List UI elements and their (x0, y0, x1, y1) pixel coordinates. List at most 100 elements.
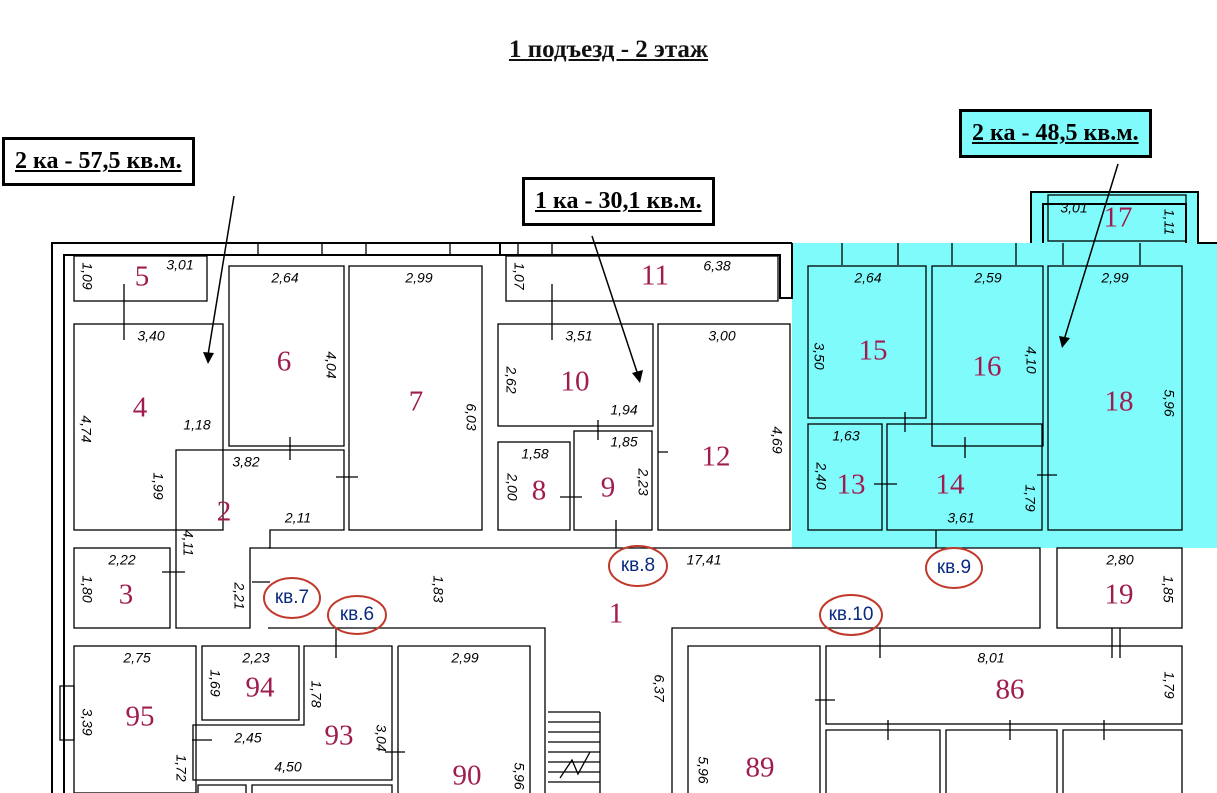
dimension: 2,80 (1105, 552, 1133, 568)
room-number: 17 (1104, 202, 1133, 234)
room-number: 7 (409, 386, 424, 418)
walls (51, 191, 1217, 793)
apartment-label: кв.6 (340, 604, 374, 625)
dimension: 1,72 (173, 754, 189, 781)
callout-left-apartment: 2 ка - 57,5 кв.м. (2, 137, 195, 186)
dimension: 2,23 (241, 650, 269, 666)
dimension: 4,69 (769, 426, 785, 453)
room-number: 6 (277, 346, 292, 378)
dimension: 3,01 (166, 257, 193, 273)
room-number: 90 (453, 760, 482, 792)
room-number: 5 (135, 261, 150, 293)
apartment-label: кв.7 (275, 587, 309, 608)
room-number: 95 (126, 701, 155, 733)
dimension: 4,74 (78, 415, 94, 442)
dimension: 2,99 (404, 270, 432, 286)
dimension: 5,96 (511, 762, 527, 789)
dimensions: 3,01 1,09 2,64 2,99 1,07 6,38 3,01 1,11 … (78, 200, 1177, 790)
room-number: 13 (837, 469, 866, 501)
apartment-labels: кв.8 кв.9 кв.7 кв.6 кв.10 (263, 545, 983, 636)
dimension: 1,18 (183, 417, 210, 433)
dimension: 1,80 (79, 575, 95, 602)
room-number: 9 (601, 472, 616, 504)
dimension: 1,79 (1022, 484, 1038, 511)
dimension: 6,38 (703, 258, 730, 274)
dimension: 3,04 (373, 724, 389, 751)
dimension: 1,78 (308, 680, 324, 707)
dimension: 1,63 (832, 428, 859, 444)
dimension: 2,21 (231, 581, 247, 609)
apartment-label: кв.9 (937, 557, 971, 578)
room-number: 15 (859, 335, 888, 367)
dimension: 1,09 (79, 262, 95, 289)
dimension: 3,51 (565, 328, 592, 344)
page-title: 1 подъезд - 2 этаж (508, 36, 709, 63)
room-number: 16 (973, 351, 1002, 383)
dimension: 1,07 (511, 262, 527, 290)
dimension: 4,11 (180, 530, 196, 556)
room-number: 93 (325, 720, 354, 752)
dimension: 17,41 (686, 552, 721, 568)
dimension: 1,85 (610, 434, 637, 450)
dimension: 1,83 (430, 575, 446, 602)
dimension: 2,64 (270, 270, 298, 286)
apartment-label: кв.8 (621, 555, 655, 576)
room-number: 14 (936, 469, 966, 501)
room-number: 11 (641, 260, 669, 292)
room-number: 4 (133, 392, 148, 424)
dimension: 2,45 (233, 730, 261, 746)
dimension: 3,50 (811, 342, 827, 369)
dimension: 2,23 (635, 467, 651, 495)
dimension: 2,99 (1100, 270, 1128, 286)
dimension: 6,03 (463, 403, 479, 430)
dimension: 2,00 (504, 472, 520, 500)
room-number: 3 (119, 579, 134, 611)
dimension: 1,79 (1161, 671, 1177, 698)
dimension: 4,10 (1023, 346, 1039, 373)
room-numbers: 5 4 6 7 11 10 12 15 16 17 18 2 8 9 13 14… (119, 202, 1134, 792)
dimension: 3,39 (79, 708, 95, 735)
room-number: 19 (1105, 579, 1134, 611)
dimension: 6,37 (651, 674, 667, 702)
room-number: 86 (996, 674, 1025, 706)
dimension: 2,99 (450, 650, 478, 666)
dimension: 3,00 (708, 328, 735, 344)
room-number: 2 (217, 496, 232, 528)
dimension: 5,96 (695, 756, 711, 783)
dimension: 2,75 (122, 650, 150, 666)
dimension: 1,58 (521, 446, 548, 462)
dimension: 3,61 (947, 510, 974, 526)
dimension: 1,69 (207, 669, 223, 696)
dimension: 1,99 (150, 472, 166, 499)
dimension: 8,01 (977, 650, 1004, 666)
room-number: 1 (609, 598, 624, 630)
highlight-apartment-2ka-48 (792, 192, 1217, 548)
callout-arrows (203, 163, 1119, 383)
dimension: 4,04 (323, 351, 339, 378)
dimension: 3,82 (232, 454, 259, 470)
room-number: 89 (746, 752, 775, 784)
callout-middle-apartment: 1 ка - 30,1 кв.м. (522, 177, 715, 226)
room-number: 94 (246, 672, 276, 704)
room-number: 18 (1105, 386, 1134, 418)
dimension: 2,40 (813, 461, 829, 489)
dimension: 2,62 (503, 365, 519, 393)
dimension: 3,01 (1060, 200, 1087, 216)
room-number: 8 (532, 475, 547, 507)
dimension: 1,94 (610, 402, 637, 418)
dimension: 1,11 (1161, 209, 1177, 235)
room-number: 12 (702, 441, 731, 473)
dimension: 2,59 (973, 270, 1001, 286)
dimension: 5,96 (1161, 389, 1177, 416)
callout-right-apartment: 2 ка - 48,5 кв.м. (959, 109, 1152, 158)
dimension: 2,64 (853, 270, 881, 286)
room-outlines (59, 194, 1187, 793)
dimension: 1,85 (1160, 575, 1176, 602)
dimension: 4,50 (274, 759, 301, 775)
dimension: 2,22 (107, 552, 135, 568)
dimension: 3,40 (137, 328, 164, 344)
dimension: 2,11 (284, 510, 311, 526)
room-number: 10 (561, 366, 590, 398)
apartment-label: кв.10 (829, 604, 874, 625)
